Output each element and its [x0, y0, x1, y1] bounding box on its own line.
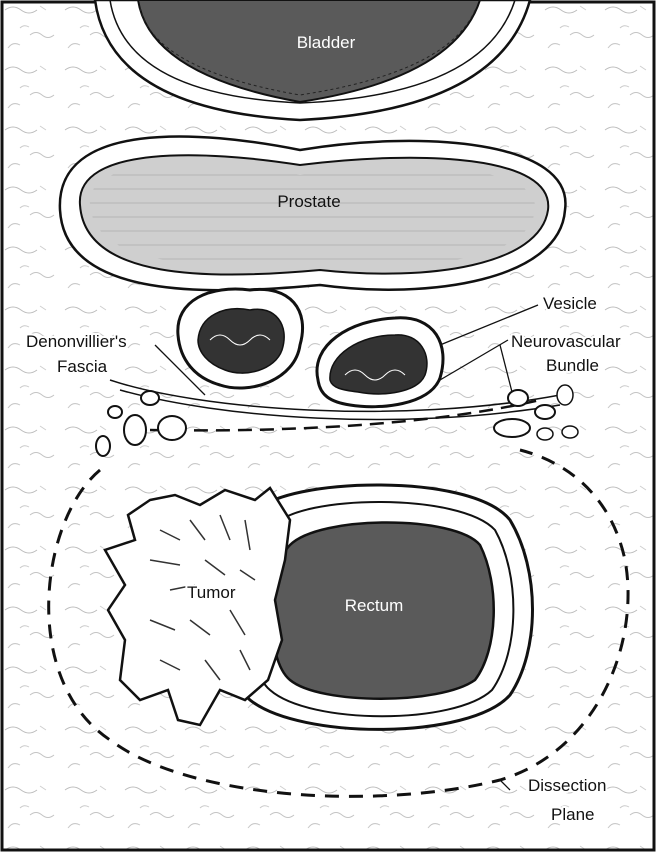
rectum-label: Rectum [345, 596, 404, 615]
denonvilliers-label-line1: Denonvillier's [26, 332, 127, 351]
prostate-label: Prostate [277, 192, 340, 211]
denonvilliers-label-line2: Fascia [57, 357, 108, 376]
dissection-plane-label-line1: Dissection [528, 776, 606, 795]
seminal-vesicle-left [178, 289, 303, 388]
prostate [60, 136, 566, 290]
tumor-label: Tumor [187, 583, 236, 602]
neurovascular-label-line1: Neurovascular [511, 332, 621, 351]
dissection-plane-label-line2: Plane [551, 805, 594, 824]
bladder-label: Bladder [297, 33, 356, 52]
neurovascular-label-line2: Bundle [546, 356, 599, 375]
vesicle-label: Vesicle [543, 294, 597, 313]
